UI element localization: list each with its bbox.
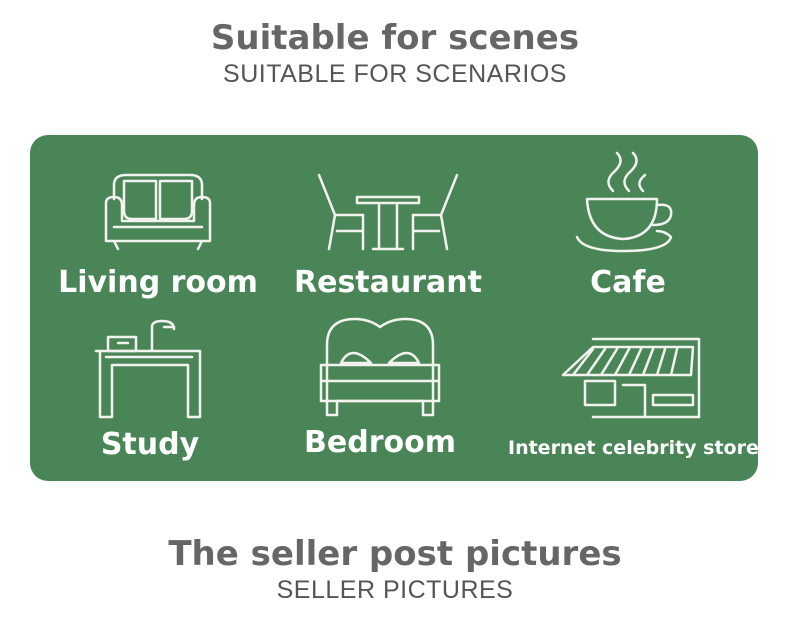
desk-icon xyxy=(94,319,202,419)
scene-study: Study xyxy=(30,317,270,462)
storefront-icon xyxy=(561,337,701,419)
scene-cafe: Cafe xyxy=(508,151,748,300)
scene-living-room: Living room xyxy=(38,171,278,300)
scene-label: Cafe xyxy=(590,265,666,300)
scene-restaurant: Restaurant xyxy=(268,171,508,300)
footer-subtitle: SELLER PICTURES xyxy=(276,576,514,604)
scene-internet-celebrity-store: Internet celebrity store xyxy=(508,335,759,459)
scenes-panel: Living room Restaurant Cafe Study xyxy=(30,135,759,481)
scene-label: Internet celebrity store xyxy=(508,437,759,459)
dining-table-icon xyxy=(317,173,459,251)
scene-label: Restaurant xyxy=(294,265,482,300)
bed-icon xyxy=(319,317,441,417)
page-subtitle: SUITABLE FOR SCENARIOS xyxy=(223,60,567,88)
sofa-icon xyxy=(104,173,212,251)
scene-bedroom: Bedroom xyxy=(260,315,500,460)
page-title: Suitable for scenes xyxy=(210,18,580,58)
scene-label: Bedroom xyxy=(304,425,456,460)
coffee-cup-icon xyxy=(575,151,673,253)
scene-label: Study xyxy=(100,427,200,462)
footer-title: The seller post pictures xyxy=(168,534,622,574)
scene-label: Living room xyxy=(58,265,258,300)
